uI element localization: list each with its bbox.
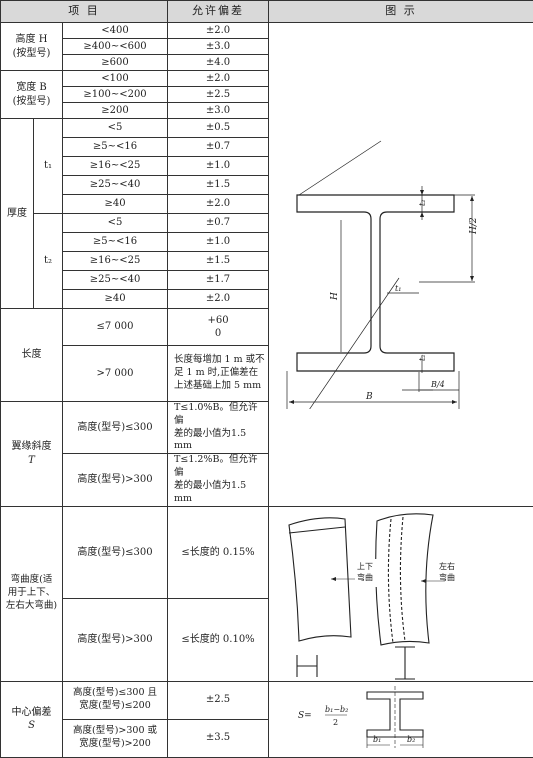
width-range: ≥100~<200 [63, 87, 168, 103]
height-range: ≥600 [63, 55, 168, 71]
bending-cond: 高度(型号)>300 [63, 599, 168, 681]
tilt-cond: 高度(型号)>300 [63, 454, 168, 506]
table-row: 中心偏差 S 高度(型号)≤300 且 宽度(型号)≤200 ±2.5 [1, 681, 533, 719]
t1-tol: ±1.5 [168, 176, 269, 195]
header-row: 项 目 允许偏差 图 示 [1, 1, 533, 23]
t2-range: ≥16~<25 [63, 252, 168, 271]
tilt-cond: 高度(型号)≤300 [63, 402, 168, 454]
height-label: 高度 H (按型号) [1, 23, 63, 71]
bend-up-down-2: 弯曲 [357, 572, 373, 582]
t2-range: ≥25~<40 [63, 271, 168, 290]
t1-tol: ±1.0 [168, 157, 269, 176]
t2-range: <5 [63, 214, 168, 233]
height-range: <400 [63, 23, 168, 39]
offset-formula-num: b₁−b₂ [325, 705, 348, 714]
height-range: ≥400~<600 [63, 39, 168, 55]
spec-page: 项 目 允许偏差 图 示 高度 H (按型号) <400 ±2.0 [0, 0, 533, 725]
t2-symbol: t₂ [34, 214, 63, 309]
height-tol: ±3.0 [168, 39, 269, 55]
offset-b2: b₂ [407, 735, 415, 744]
dim-t2-top: t₂ [418, 199, 427, 205]
dim-b4: B/4 [430, 380, 445, 389]
length-label: 长度 [1, 309, 63, 402]
t1-tol: ±0.5 [168, 119, 269, 138]
width-range: <100 [63, 71, 168, 87]
height-tol: ±2.0 [168, 23, 269, 39]
t2-tol: ±1.0 [168, 233, 269, 252]
t2-range: ≥40 [63, 290, 168, 309]
dim-t1: t₁ [395, 284, 401, 293]
center-offset-label: 中心偏差 S [1, 681, 63, 757]
t1-tol: ±0.7 [168, 138, 269, 157]
t2-tol: ±2.0 [168, 290, 269, 309]
dim-t2-bottom: t₂ [418, 354, 427, 360]
header-tolerance: 允许偏差 [168, 1, 269, 23]
offset-cond: 高度(型号)≤300 且 宽度(型号)≤200 [63, 681, 168, 719]
header-figure: 图 示 [269, 1, 533, 23]
bending-cond: 高度(型号)≤300 [63, 506, 168, 599]
bending-diagram: 上下 弯曲 左右 弯曲 [269, 507, 532, 681]
t2-range: ≥5~<16 [63, 233, 168, 252]
thickness-label: 厚度 [1, 119, 34, 309]
tilt-tol: T≤1.0%B。但允许偏 差的最小值为1.5 mm [168, 402, 269, 454]
dim-b: B [365, 392, 373, 402]
length-tol: +60 0 [168, 309, 269, 346]
t1-range: ≥16~<25 [63, 157, 168, 176]
center-offset-diagram: S= b₁−b₂ 2 b₁ b₂ [269, 682, 532, 757]
t2-tol: ±0.7 [168, 214, 269, 233]
t2-tol: ±1.5 [168, 252, 269, 271]
offset-formula-s: S= [298, 711, 312, 721]
offset-tol: ±2.5 [168, 681, 269, 719]
section-figure-cell: H/2 H t₂ t₂ t₁ B B/4 [269, 23, 533, 507]
dim-h: H [330, 292, 340, 301]
bending-tol: ≤长度的 0.10% [168, 599, 269, 681]
length-range: ≤7 000 [63, 309, 168, 346]
dim-h2: H/2 [469, 217, 479, 235]
offset-b1: b₁ [373, 735, 381, 744]
t1-range: ≥5~<16 [63, 138, 168, 157]
offset-formula-den: 2 [333, 718, 338, 727]
bend-up-down-1: 上下 [357, 562, 373, 571]
table-row: 弯曲度(适 用于上下、 左右大弯曲) 高度(型号)≤300 ≤长度的 0.15% [1, 506, 533, 599]
t2-tol: ±1.7 [168, 271, 269, 290]
t1-range: ≥40 [63, 195, 168, 214]
width-label: 宽度 B (按型号) [1, 71, 63, 119]
height-tol: ±4.0 [168, 55, 269, 71]
bending-label: 弯曲度(适 用于上下、 左右大弯曲) [1, 506, 63, 681]
t1-symbol: t₁ [34, 119, 63, 214]
bend-left-right-2: 弯曲 [439, 572, 455, 582]
width-tol: ±3.0 [168, 103, 269, 119]
offset-figure-cell: S= b₁−b₂ 2 b₁ b₂ [269, 681, 533, 757]
tilt-tol: T≤1.2%B。但允许偏 差的最小值为1.5 mm [168, 454, 269, 506]
bend-left-right-1: 左右 [439, 561, 455, 571]
width-tol: ±2.5 [168, 87, 269, 103]
h-section-diagram: H/2 H t₂ t₂ t₁ B B/4 [269, 120, 532, 409]
width-range: ≥200 [63, 103, 168, 119]
t1-range: ≥25~<40 [63, 176, 168, 195]
bending-figure-cell: 上下 弯曲 左右 弯曲 [269, 506, 533, 681]
table-row: 高度 H (按型号) <400 ±2.0 [1, 23, 533, 39]
length-tol-long: 长度每增加 1 m 或不 足 1 m 时,正偏差在 上述基础上加 5 mm [168, 346, 269, 402]
header-item: 项 目 [1, 1, 168, 23]
bending-tol: ≤长度的 0.15% [168, 506, 269, 599]
t1-range: <5 [63, 119, 168, 138]
t1-tol: ±2.0 [168, 195, 269, 214]
length-range: >7 000 [63, 346, 168, 402]
tilt-label: 翼缘斜度 T [1, 402, 63, 507]
width-tol: ±2.0 [168, 71, 269, 87]
